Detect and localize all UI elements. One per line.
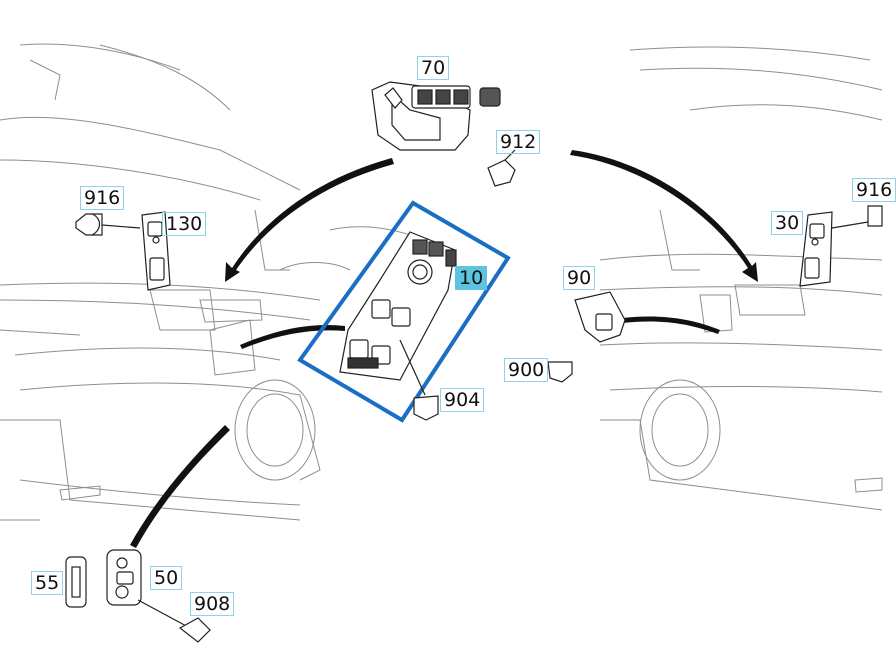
callout-10[interactable]: 10 bbox=[455, 266, 488, 290]
window-switch-90-icon bbox=[574, 291, 626, 343]
connector-908-icon bbox=[137, 599, 211, 643]
callout-900[interactable]: 900 bbox=[504, 358, 549, 382]
selection-highlight-frame bbox=[297, 200, 511, 423]
callout-50[interactable]: 50 bbox=[150, 566, 183, 590]
connector-916-right-icon bbox=[867, 205, 883, 227]
callout-916-right[interactable]: 916 bbox=[852, 178, 896, 202]
right-interior-outline bbox=[599, 46, 883, 511]
switch-55-icon bbox=[65, 556, 87, 608]
seat-control-switch-icon bbox=[371, 81, 501, 151]
door-switch-30-icon bbox=[799, 211, 869, 287]
switch-50-icon bbox=[106, 549, 142, 606]
connector-904-icon bbox=[399, 339, 439, 421]
direction-arrows bbox=[130, 150, 758, 548]
callout-130[interactable]: 130 bbox=[162, 212, 207, 236]
window-switch-panel-icon bbox=[339, 231, 457, 381]
callout-916[interactable]: 916 bbox=[80, 186, 125, 210]
connector-900-icon bbox=[547, 361, 573, 383]
connector-912-icon bbox=[487, 149, 516, 187]
connector-916-icon bbox=[75, 213, 141, 236]
callout-904[interactable]: 904 bbox=[440, 388, 485, 412]
callout-55[interactable]: 55 bbox=[31, 571, 64, 595]
callout-912[interactable]: 912 bbox=[496, 130, 541, 154]
callout-90[interactable]: 90 bbox=[563, 266, 596, 290]
callout-30[interactable]: 30 bbox=[771, 211, 804, 235]
callout-70[interactable]: 70 bbox=[417, 56, 450, 80]
callout-908[interactable]: 908 bbox=[190, 592, 235, 616]
